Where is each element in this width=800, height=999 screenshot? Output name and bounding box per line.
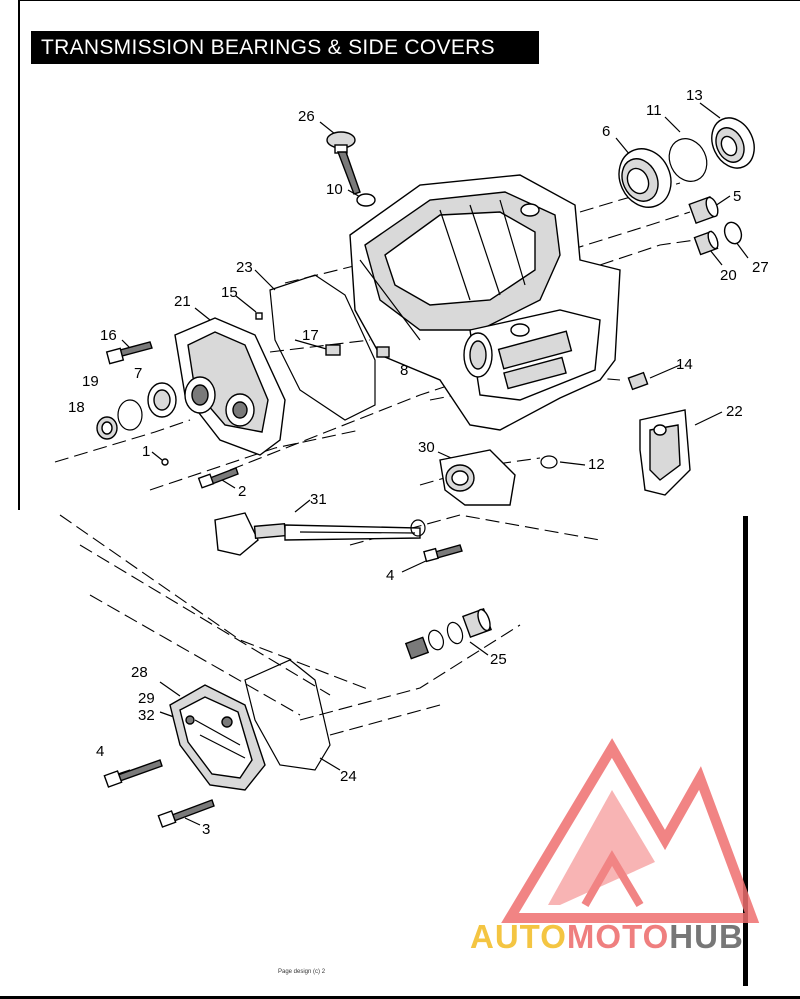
part-4-screw-upper	[423, 544, 463, 563]
part-2-screw	[197, 467, 239, 489]
watermark-brand: AUTOMOTOHUB	[470, 918, 744, 956]
part-27-seal	[723, 221, 743, 245]
callout-4-upper: 4	[386, 567, 394, 584]
part-14-dowel	[627, 371, 649, 391]
page-footer: Page design (c) 2	[278, 969, 326, 975]
callout-7: 7	[134, 365, 142, 382]
callout-14: 14	[676, 356, 693, 373]
part-19-retaining-ring	[117, 399, 143, 431]
callout-30: 30	[418, 439, 435, 456]
callout-18: 18	[68, 399, 85, 416]
frame-right-border	[743, 516, 748, 986]
callout-8: 8	[400, 362, 408, 379]
callout-4-lower: 4	[96, 743, 104, 760]
part-23-gasket	[269, 274, 376, 421]
part-3-screw	[157, 799, 215, 828]
callout-labels: 26 10 6 11 13 5 27 20 23 21 15 16 17 7 1…	[68, 87, 769, 838]
callout-16: 16	[100, 327, 117, 344]
part-5-needle-bearing	[688, 195, 719, 225]
callout-27: 27	[752, 259, 769, 276]
part-13-seal	[711, 117, 755, 169]
part-21-side-cover	[174, 317, 286, 456]
part-25-spring-assembly	[404, 608, 492, 660]
part-18-seal	[96, 416, 118, 440]
callout-6: 6	[602, 123, 610, 140]
callout-23: 23	[236, 259, 253, 276]
callout-13: 13	[686, 87, 703, 104]
part-15-pin	[255, 312, 263, 320]
callout-28: 28	[131, 664, 148, 681]
callout-31: 31	[310, 491, 327, 508]
callout-12: 12	[588, 456, 605, 473]
part-30-housing	[439, 449, 516, 506]
callout-32: 32	[138, 707, 155, 724]
watermark-auto: AUTO	[470, 918, 567, 955]
part-28-lower-cover	[169, 684, 266, 791]
part-24-gasket	[244, 659, 331, 771]
callout-24: 24	[340, 768, 357, 785]
part-6-bearing	[618, 148, 672, 208]
part-20-bushing	[693, 230, 719, 256]
part-8-dowel	[376, 346, 390, 358]
part-4-screw-lower	[103, 759, 163, 788]
callout-25: 25	[490, 651, 507, 668]
callout-11: 11	[646, 102, 662, 119]
page-title: TRANSMISSION BEARINGS & SIDE COVERS	[31, 31, 539, 64]
callout-21: 21	[174, 293, 191, 310]
part-26-plug	[326, 131, 361, 195]
callout-20: 20	[720, 267, 737, 284]
part-31-dipstick	[214, 512, 421, 556]
callout-1: 1	[142, 443, 150, 460]
part-o-ring-dipstick	[410, 519, 426, 537]
part-12-o-ring	[540, 455, 558, 469]
callout-29: 29	[138, 690, 155, 707]
part-16-bolt	[105, 341, 153, 365]
part-17-dowel	[325, 344, 341, 356]
callout-10: 10	[326, 181, 343, 198]
watermark-moto: MOTO	[566, 918, 670, 955]
part-1-ball	[161, 458, 169, 466]
diagram-frame-bottom	[0, 514, 800, 999]
transmission-case	[349, 174, 621, 431]
watermark-logo-icon	[501, 738, 760, 923]
part-11-retaining-ring	[668, 138, 708, 182]
callout-22: 22	[726, 403, 743, 420]
watermark-hub: HUB	[669, 918, 744, 955]
callout-2: 2	[238, 483, 246, 500]
callout-19: 19	[82, 373, 99, 390]
callout-17: 17	[302, 327, 319, 344]
part-22-gasket	[639, 409, 691, 496]
diagram-frame-top	[18, 0, 800, 510]
part-10-o-ring	[356, 193, 376, 207]
part-7-bearing	[147, 382, 177, 418]
callout-15: 15	[221, 284, 238, 301]
callout-5: 5	[733, 188, 741, 205]
callout-3: 3	[202, 821, 210, 838]
callout-26: 26	[298, 108, 315, 125]
